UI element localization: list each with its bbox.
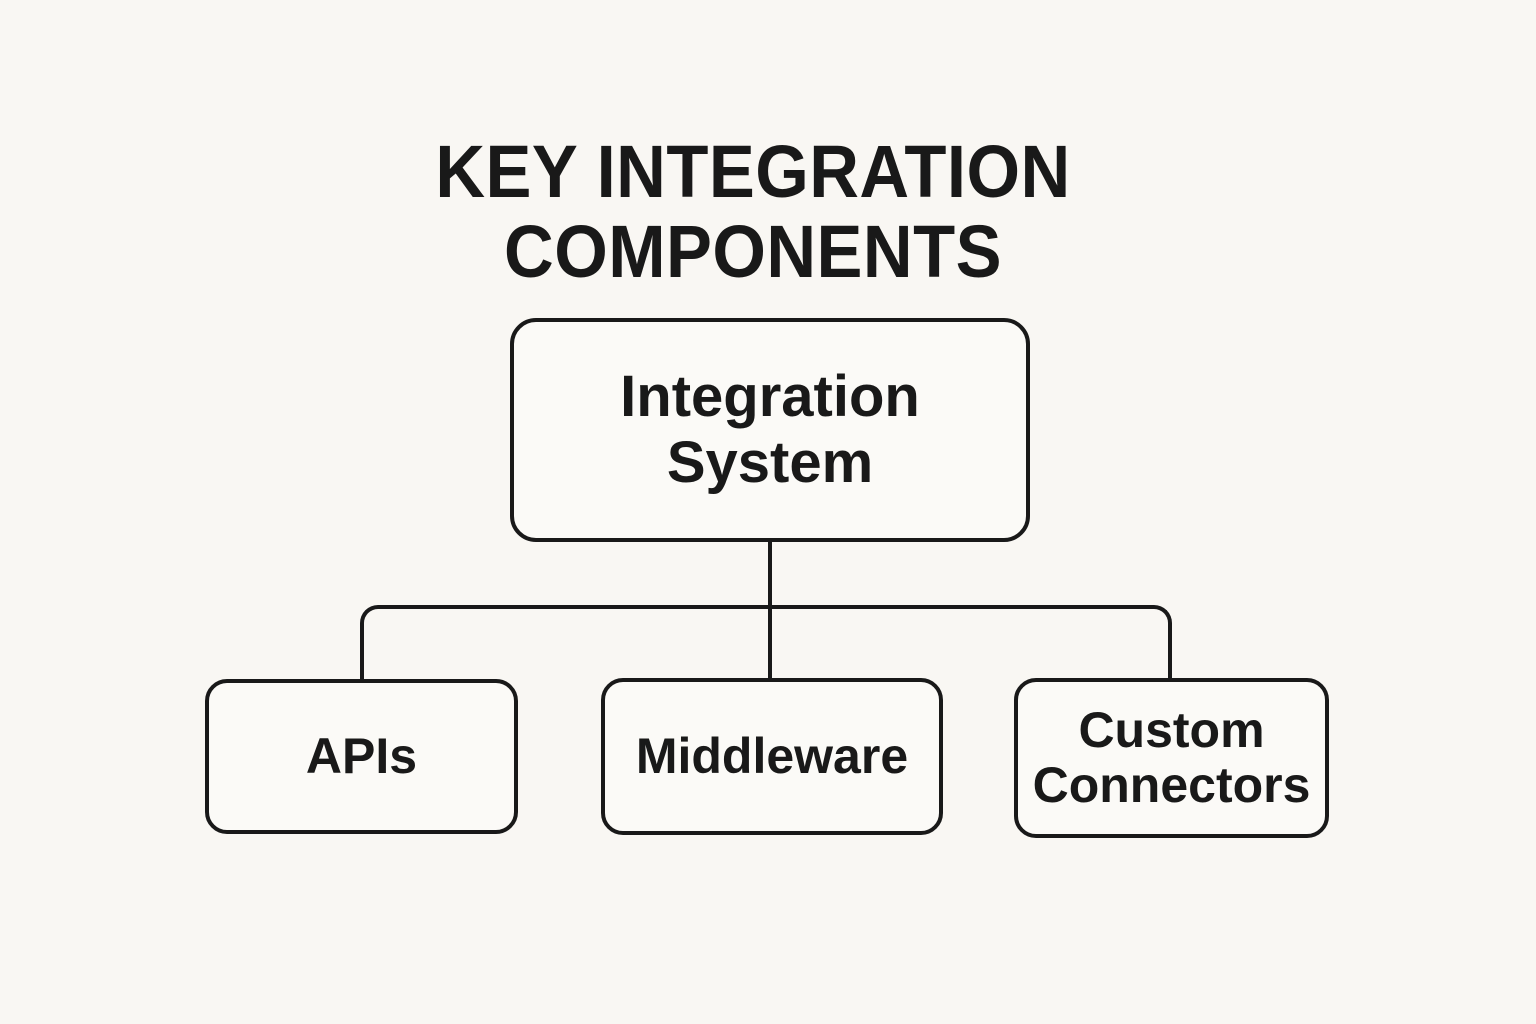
node-middleware-label: Middleware — [635, 728, 909, 784]
connector-branch-rail — [360, 605, 1172, 680]
node-apis-label: APIs — [305, 728, 418, 784]
diagram-title: KEY INTEGRATION COMPONENTS — [435, 129, 1071, 293]
node-integration-system: Integration System — [510, 318, 1030, 542]
node-middleware: Middleware — [601, 678, 943, 835]
node-custom-connectors: Custom Connectors — [1014, 678, 1329, 838]
node-apis: APIs — [205, 679, 518, 834]
connector-root-stem — [768, 542, 772, 680]
node-integration-system-label: Integration System — [620, 364, 920, 495]
node-custom-connectors-label: Custom Connectors — [1032, 702, 1311, 813]
